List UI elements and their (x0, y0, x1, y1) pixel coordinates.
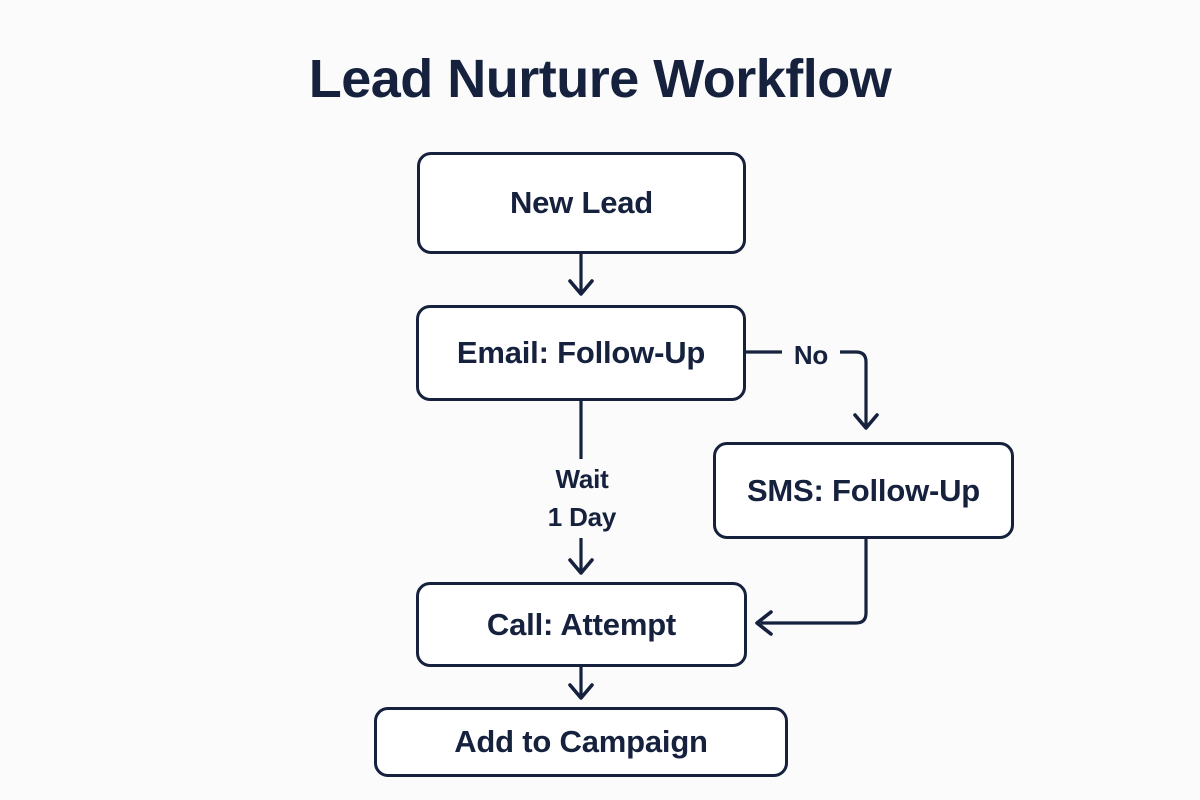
edge-sms-to-call (755, 538, 868, 636)
edge-label-wait-1-day: Wait 1 Day (527, 459, 637, 539)
node-add-to-campaign[interactable]: Add to Campaign (374, 707, 788, 777)
edge-email-to-sms (744, 350, 879, 430)
node-call-attempt[interactable]: Call: Attempt (416, 582, 747, 667)
node-new-lead[interactable]: New Lead (417, 152, 746, 254)
node-email-follow-up[interactable]: Email: Follow-Up (416, 305, 746, 401)
node-sms-follow-up[interactable]: SMS: Follow-Up (713, 442, 1014, 539)
edge-label-no: No (782, 335, 840, 377)
edge-new-lead-to-email (568, 252, 594, 296)
edge-email-to-call (568, 399, 594, 575)
edge-call-to-campaign (568, 665, 594, 700)
page-title: Lead Nurture Workflow (308, 49, 892, 109)
